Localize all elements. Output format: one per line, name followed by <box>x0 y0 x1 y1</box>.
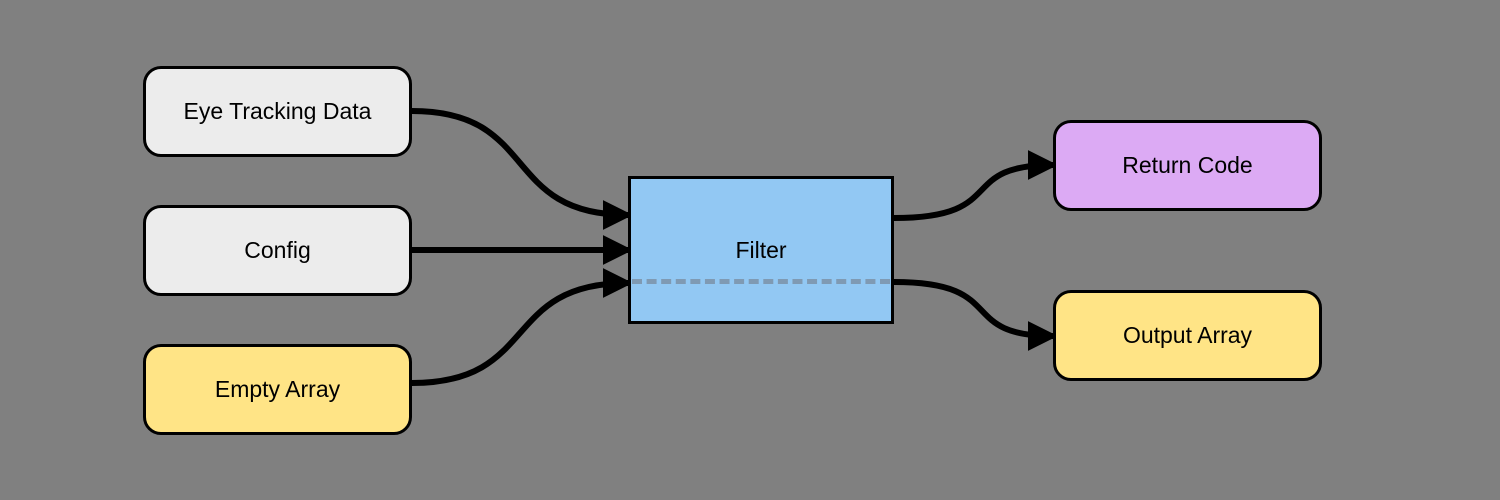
output-node-return-code: Return Code <box>1053 120 1322 211</box>
edge-filter-to-output-array <box>893 279 1058 351</box>
process-node-label: Filter <box>735 236 787 263</box>
input-node-config: Config <box>143 205 412 296</box>
input-node-label: Eye Tracking Data <box>183 98 372 124</box>
input-node-label: Config <box>244 237 311 263</box>
process-node-filter: Filter <box>628 176 894 324</box>
edge-empty-array-to-filter <box>411 268 633 386</box>
output-node-label: Output Array <box>1122 322 1253 348</box>
edge-filter-to-return-code <box>893 150 1058 221</box>
output-node-output-array: Output Array <box>1053 290 1322 381</box>
output-node-label: Return Code <box>1122 152 1253 178</box>
input-node-eye-tracking-data: Eye Tracking Data <box>143 66 412 157</box>
filter-dashed-divider <box>632 279 890 284</box>
input-node-empty-array: Empty Array <box>143 344 412 435</box>
edge-eye-tracking-to-filter <box>411 108 633 230</box>
input-node-label: Empty Array <box>214 376 341 402</box>
